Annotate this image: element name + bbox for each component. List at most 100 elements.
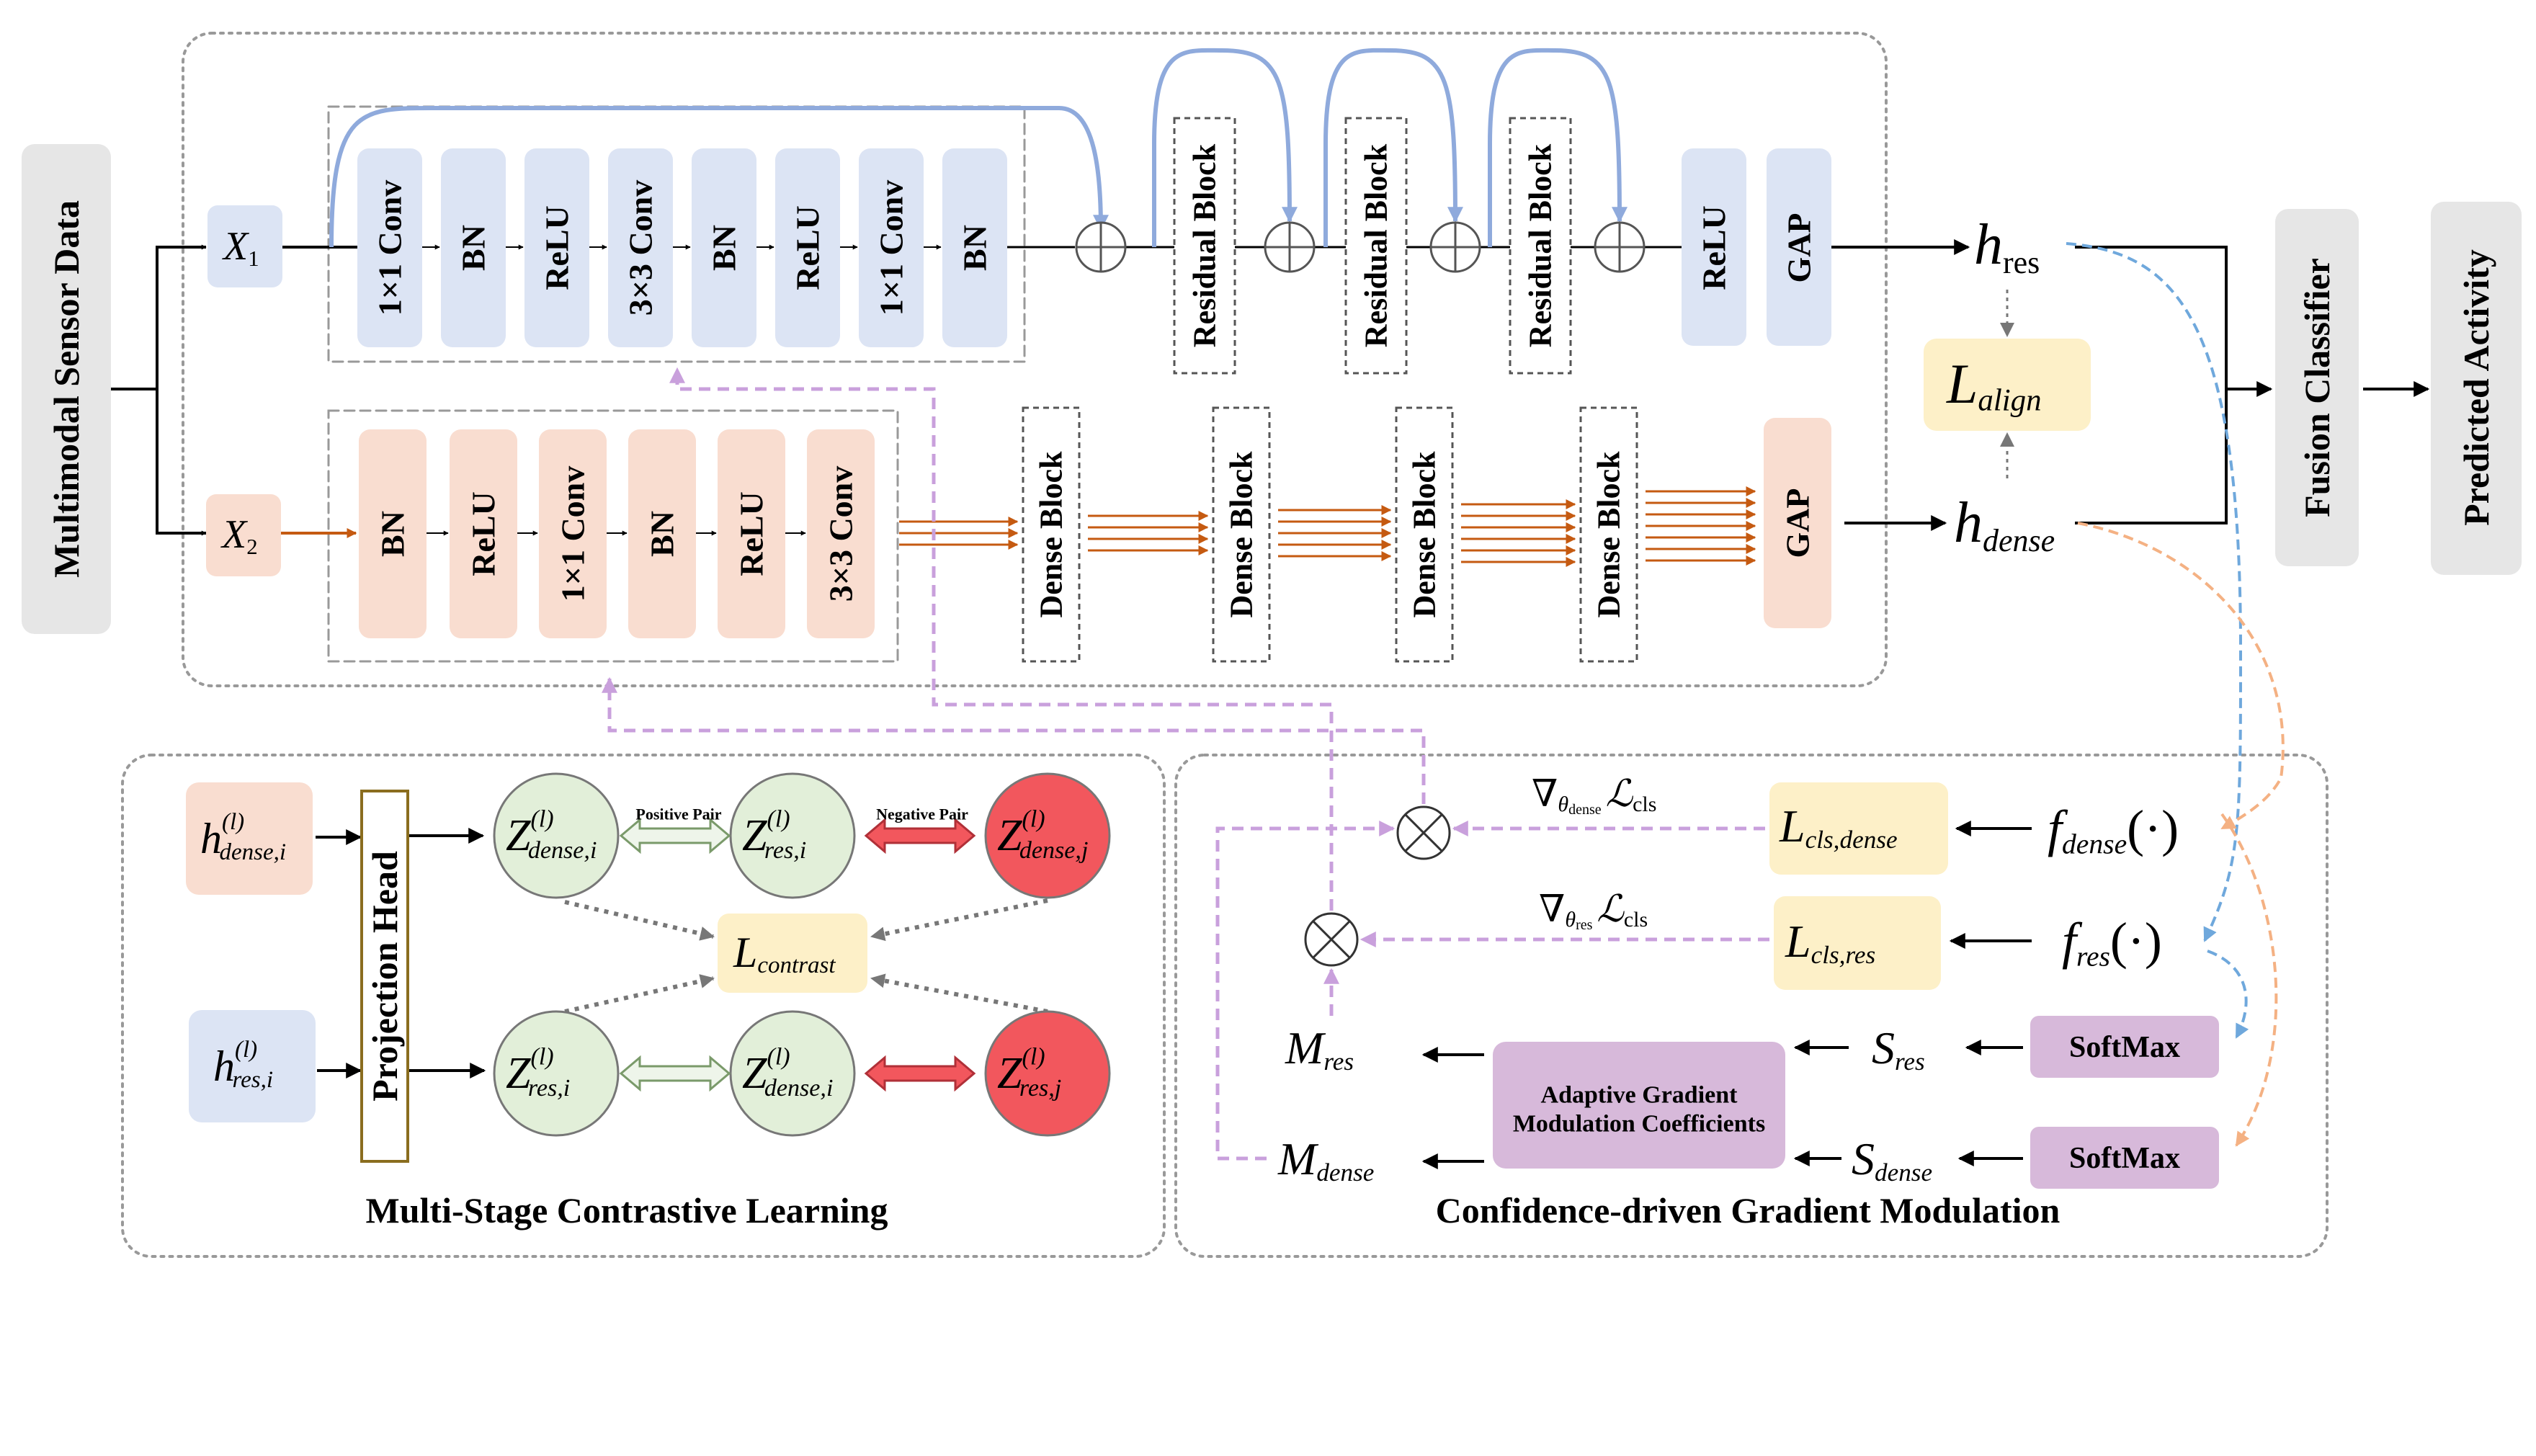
contrast-loss: Lcontrast	[733, 929, 836, 978]
x1-symbol-base: X	[222, 224, 250, 269]
z-bottom-circle-0	[493, 1010, 620, 1137]
z-bottom-2-sub: res,j	[1019, 1074, 1061, 1101]
m-dense-text: Mdense	[1277, 1133, 1374, 1187]
dense-stem-layer-label-0: BN	[375, 511, 411, 557]
z-top-2-base: Z	[997, 811, 1022, 860]
fres-to-softmax-curve	[2207, 950, 2249, 1039]
grad-res-label-nabla: ∇	[1539, 889, 1565, 930]
coefficients-box	[1493, 1042, 1785, 1169]
dense-block-2	[1395, 406, 1454, 663]
z-bottom-1-text: Z(l)dense,i	[742, 1043, 833, 1101]
l-cls-res-box	[1774, 896, 1941, 990]
m-res-sub: res	[1323, 1048, 1354, 1076]
dense-block-3	[1579, 406, 1638, 663]
z-top-1-sub: res,i	[764, 836, 806, 863]
times-res	[1304, 912, 1359, 967]
x1-symbol-sub: 1	[248, 246, 259, 271]
m-dense-base: M	[1277, 1133, 1319, 1184]
x2-symbol-text: X2	[220, 512, 258, 559]
res-stem-layer-label-6: 1×1 Conv	[873, 180, 910, 316]
z-bottom-0-text: Z(l)res,i	[506, 1043, 570, 1101]
hdense-to-fdense-curve	[2077, 522, 2285, 830]
s-res-sub: res	[1895, 1048, 1925, 1076]
z-to-contrast-2	[564, 974, 715, 1014]
align-loss-sub: align	[1978, 383, 2041, 417]
h-res-i-sup: (l)	[235, 1037, 257, 1063]
h-res-i-base: h	[213, 1042, 235, 1090]
dense-stem-layer-label-5: 3×3 Conv	[823, 466, 860, 602]
s-res: Sres	[1872, 1022, 1925, 1076]
m-res: Mres	[1285, 1022, 1354, 1076]
s-dense-base: S	[1852, 1133, 1875, 1184]
softmax-res-label: SoftMax	[2069, 1031, 2180, 1064]
h-dense-i-text: h(l)dense,i	[200, 809, 286, 865]
res-stem-layer-3	[608, 148, 673, 347]
h-res-i-sub: res,i	[233, 1067, 274, 1093]
s-dense: Sdense	[1852, 1133, 1932, 1187]
l-cls-dense-box	[1769, 782, 1948, 875]
z-top-0-sub: dense,i	[528, 836, 597, 863]
s-dense-sub: dense	[1875, 1158, 1932, 1187]
z-top-1: Z(l)res,i	[742, 805, 806, 863]
z-top-1-sup: (l)	[767, 805, 790, 832]
residual-block-1-label: Residual Block	[1359, 143, 1394, 347]
grad-dense-label-nabla: ∇	[1532, 774, 1558, 815]
z-to-contrast-1	[870, 898, 1048, 942]
res-stem-layer-6	[859, 148, 924, 347]
f-res-arg: (·)	[2110, 912, 2162, 970]
backbone-frame	[182, 32, 1888, 687]
grad-res-label-theta_sub: res	[1576, 917, 1593, 933]
f-res: fres(·)	[2062, 912, 2162, 973]
grad-res-label-loss_sub: cls	[1624, 908, 1648, 932]
dense-stem-layer-1	[450, 429, 517, 638]
negative-pair-arrow-top	[864, 817, 976, 854]
res-tail-relu	[1682, 148, 1746, 346]
grad-dense-label-loss: ℒ	[1606, 774, 1634, 815]
dense-stem-layer-label-1: ReLU	[465, 491, 502, 576]
feedback-to-res-stem	[669, 367, 1334, 911]
h-res-text: hres	[1974, 213, 2040, 280]
fdense-to-softmax-curve	[2220, 813, 2278, 1147]
negative-pair-arrow-bottom	[864, 1055, 976, 1092]
l-cls-res-base: L	[1785, 916, 1811, 967]
res-add-0	[1075, 221, 1127, 273]
h-dense-sub: dense	[1983, 523, 2055, 558]
dense-block-3-label: Dense Block	[1591, 451, 1627, 618]
l-cls-res-text: Lcls,res	[1785, 916, 1875, 969]
z-to-contrast-3	[870, 973, 1048, 1014]
res-tail-relu-label: ReLU	[1696, 205, 1733, 290]
dense-stem-layer-label-4: ReLU	[733, 491, 770, 576]
z-top-0-sup: (l)	[530, 805, 553, 832]
grad-res-label-theta: θ	[1565, 908, 1576, 932]
mdense-to-times	[1215, 821, 1396, 1161]
h-dense-text: hdense	[1954, 491, 2055, 558]
res-stem-layer-1	[441, 148, 506, 347]
res-add-1-cross	[1265, 223, 1314, 272]
z-bottom-2-base: Z	[997, 1049, 1022, 1098]
dense-stem-layer-3	[628, 429, 696, 638]
dense-block-1	[1212, 406, 1271, 663]
modulation-frame	[1174, 754, 2329, 1258]
res-stem-layer-label-0: 1×1 Conv	[372, 180, 408, 316]
h-res-i-text: h(l) res,i	[213, 1037, 273, 1093]
x1-symbol-text: X1	[222, 224, 259, 271]
prediction-box	[2431, 202, 2522, 575]
align-box	[1924, 339, 2091, 431]
m-res-base: M	[1285, 1022, 1326, 1073]
z-bottom-2: Z(l)res,j	[997, 1043, 1061, 1101]
z-to-contrast-0	[564, 900, 715, 941]
h-dense-base: h	[1954, 491, 1983, 555]
z-top-0-text: Z(l)dense,i	[506, 805, 597, 863]
x2-box	[206, 494, 281, 576]
dense-stem-frame	[327, 409, 899, 663]
res-stem-layer-0	[357, 148, 422, 347]
residual-block-0-label: Residual Block	[1187, 143, 1223, 347]
res-add-3-cross	[1595, 223, 1644, 272]
res-skip-arc-2	[1488, 48, 1628, 247]
dense-block-0-label: Dense Block	[1034, 451, 1069, 618]
hres-to-fres-curve	[2066, 242, 2243, 942]
res-tail-gap-label: GAP	[1781, 213, 1818, 282]
